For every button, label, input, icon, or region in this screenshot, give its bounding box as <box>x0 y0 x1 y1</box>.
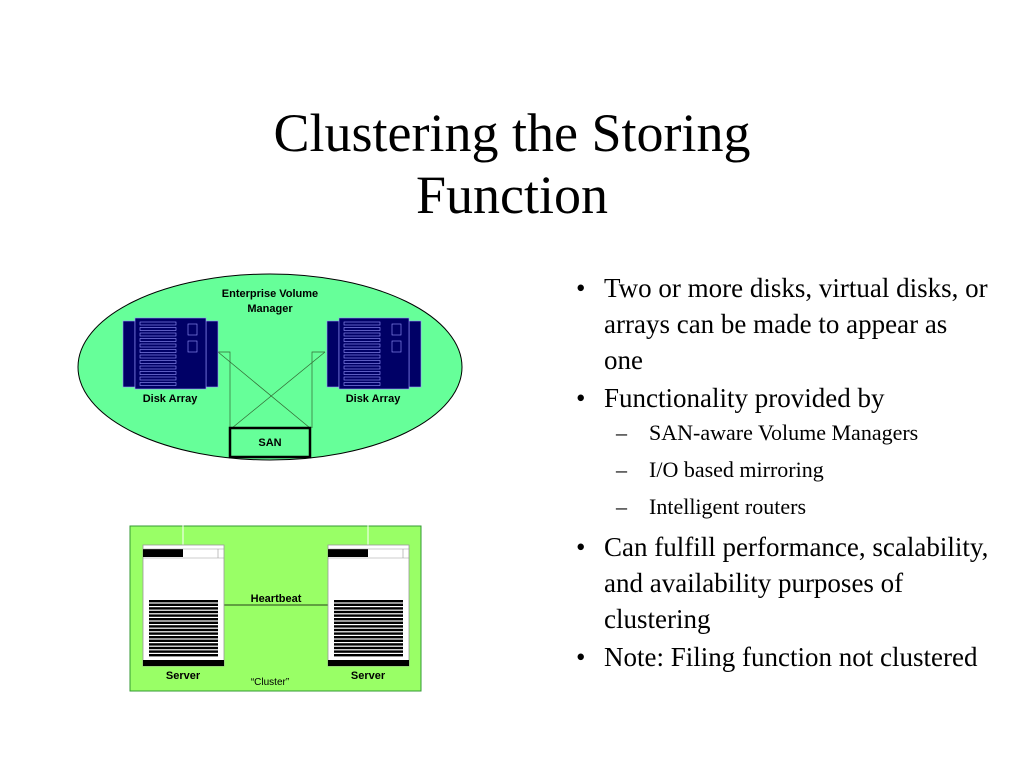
server-vent <box>149 643 218 646</box>
bullet-text: Can fulfill performance, scalability, an… <box>604 532 989 634</box>
server-vent <box>149 603 218 606</box>
disk-slot <box>343 360 381 364</box>
bullet-item: Note: Filing function not clustered <box>570 639 990 675</box>
server-vent <box>334 632 403 635</box>
disk-slot <box>139 365 177 370</box>
title-line-1: Clustering the Storing <box>273 103 751 164</box>
server-vent <box>334 636 403 639</box>
sub-bullet-text: Intelligent routers <box>649 494 807 519</box>
disk-slot <box>139 349 177 353</box>
bullet-list: Two or more disks, virtual disks, or arr… <box>570 270 990 677</box>
disk-slot <box>139 327 177 331</box>
volume-manager-label-1: Enterprise Volume <box>222 288 318 300</box>
server-vent <box>149 610 218 614</box>
server-vent <box>149 618 218 621</box>
disk-slot <box>343 349 381 353</box>
server-vent <box>334 643 403 646</box>
disk-slot <box>343 376 381 381</box>
bullet-text: Note: Filing function not clustered <box>604 642 978 672</box>
right-server-label: Server <box>351 670 386 682</box>
server-vent <box>334 628 403 632</box>
server-vent <box>149 654 218 657</box>
server-vent <box>334 618 403 621</box>
server-vent <box>334 614 403 617</box>
server-vent <box>334 603 403 606</box>
server-vent <box>334 600 403 603</box>
right-server-icon <box>327 544 410 667</box>
server-vent <box>149 632 218 635</box>
cluster-label: “Cluster” <box>251 677 289 688</box>
heartbeat-label: Heartbeat <box>251 593 302 605</box>
sub-bullet-text: SAN-aware Volume Managers <box>649 420 919 445</box>
disk-slot <box>343 327 381 331</box>
right-disk-array-icon <box>326 317 422 390</box>
disk-slot <box>343 354 381 359</box>
server-vent <box>149 607 218 610</box>
disk-slot <box>139 382 177 386</box>
server-vent <box>334 610 403 614</box>
server-vent <box>334 646 403 650</box>
bullet-text: Two or more disks, virtual disks, or arr… <box>604 273 988 375</box>
server-vent <box>334 621 403 624</box>
bullet-item: Can fulfill performance, scalability, an… <box>570 529 990 637</box>
server-vent <box>334 625 403 628</box>
sub-bullet-item: SAN-aware Volume Managers <box>604 418 990 448</box>
server-vent <box>149 625 218 628</box>
title-line-2: Function <box>415 165 608 226</box>
disk-slot <box>343 332 381 337</box>
disk-slot <box>343 321 381 326</box>
sub-bullet-item: Intelligent routers <box>604 492 990 522</box>
left-disk-array-icon <box>122 317 219 390</box>
disk-slot <box>343 338 381 342</box>
left-server-label: Server <box>166 670 201 682</box>
cluster-box <box>129 525 422 692</box>
disk-slot <box>343 343 381 348</box>
disk-slot <box>139 321 177 326</box>
server-vent <box>149 621 218 624</box>
san-label: SAN <box>258 437 281 449</box>
server-vent <box>149 600 218 603</box>
volume-manager-label-2: Manager <box>247 303 293 315</box>
disk-slot <box>139 332 177 337</box>
right-disk-array-label: Disk Array <box>346 393 402 405</box>
disk-slot <box>139 343 177 348</box>
left-disk-array-label: Disk Array <box>143 393 199 405</box>
sub-bullet-item: I/O based mirroring <box>604 455 990 485</box>
disk-slot <box>343 365 381 370</box>
server-vent <box>149 614 218 617</box>
server-vent <box>334 650 403 653</box>
disk-slot <box>343 382 381 386</box>
slide-title: Clustering the Storing Function <box>0 102 1024 226</box>
volume-manager-ellipse <box>77 273 463 461</box>
bullet-item: Two or more disks, virtual disks, or arr… <box>570 270 990 378</box>
disk-slot <box>139 371 177 375</box>
disk-slot <box>139 376 177 381</box>
server-vent <box>149 628 218 632</box>
disk-slot <box>343 371 381 375</box>
disk-slot <box>139 338 177 342</box>
server-vent <box>149 639 218 642</box>
san-box <box>228 426 312 459</box>
san-connections <box>217 351 326 429</box>
sub-bullet-text: I/O based mirroring <box>649 457 824 482</box>
disk-slot <box>139 360 177 364</box>
server-vent <box>149 636 218 639</box>
disk-slot <box>139 354 177 359</box>
bullet-item: Functionality provided by SAN-aware Volu… <box>570 380 990 522</box>
sub-bullet-list: SAN-aware Volume Managers I/O based mirr… <box>604 418 990 522</box>
server-vent <box>334 639 403 642</box>
server-vent <box>149 646 218 650</box>
server-vent <box>149 650 218 653</box>
left-server-icon <box>142 544 225 667</box>
server-vent <box>334 654 403 657</box>
server-vent <box>334 607 403 610</box>
bullet-text: Functionality provided by <box>604 383 885 413</box>
